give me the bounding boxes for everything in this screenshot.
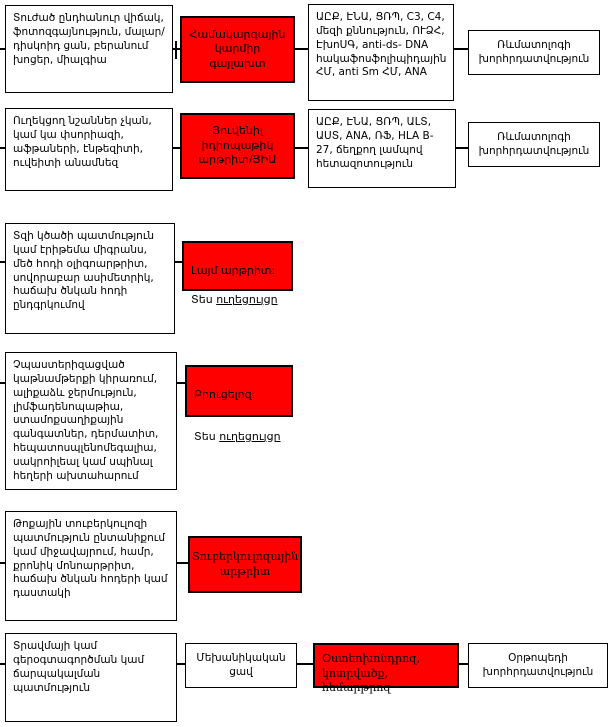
referral-box: Ռևմատոլոգի խորհրդատվություն xyxy=(468,122,600,167)
connector-line xyxy=(0,382,5,384)
connector-line xyxy=(297,663,313,665)
diagnosis-box: Օստեոխոնդրոզ, կոտրվածք, հեմարթրոզ xyxy=(313,643,459,694)
guide-line: Տես ուղեցույցը xyxy=(191,293,278,306)
connector-line xyxy=(173,147,180,149)
see-label: Տես xyxy=(194,429,220,443)
findings-box: Տզի կծածի պատմություն կամ էրիթեմա միգրան… xyxy=(5,223,175,334)
connector-stub xyxy=(175,41,177,59)
findings-box: Տուժած ընդհանուր վիճակ, ֆոտոզգայնություն… xyxy=(5,5,173,93)
connector-line xyxy=(454,48,468,50)
diagnosis-box: Համակարգային կարմիր գայլախտ xyxy=(180,16,295,83)
diagnosis-box: Բրուցելոզ: Տես ուղեցույցը xyxy=(185,365,293,443)
pain-type-box: Մեխանիկական ցավ xyxy=(185,643,297,688)
connector-line xyxy=(175,261,182,263)
guide-link[interactable]: ուղեցույցը xyxy=(219,429,281,443)
tests-box: ԱԸՔ, ԷՆԱ, ՑՌՊ, ԱԼՏ, ԱՍՏ, ANA, ՌՖ, HLA B-… xyxy=(308,109,456,188)
connector-line xyxy=(0,261,5,263)
diagnosis-box: Յուվենիլ իդիոպաթիկ արթրիտ/ՅԻԱ xyxy=(180,113,295,179)
diagnosis-label: Լայմ արթրիտ: xyxy=(191,263,276,277)
connector-line xyxy=(177,562,188,564)
connector-line xyxy=(0,147,5,149)
connector-line xyxy=(456,147,468,149)
findings-box: Տրավմայի կամ գերօգտագործման կամ ճարպակալ… xyxy=(5,633,177,722)
connector-line xyxy=(0,48,5,50)
connector-line xyxy=(177,663,185,665)
guide-link[interactable]: ուղեցույցը xyxy=(216,292,278,306)
referral-box: Օրթոպեդի խորհրդատվություն xyxy=(468,643,608,688)
connector-line xyxy=(0,562,5,564)
diagnosis-box: Լայմ արթրիտ: Տես ուղեցույցը xyxy=(182,241,293,306)
findings-box: Թոքային տուբերկուլոզի պատմություն ընտանի… xyxy=(5,511,177,621)
connector-line xyxy=(0,663,5,665)
connector-line xyxy=(295,48,308,50)
referral-box: Ռևմատոլոգի խորհրդատվություն xyxy=(468,30,600,75)
findings-box: Չպաստերիզացված կաթնամթերքի կիրառում, ալի… xyxy=(5,352,177,490)
connector-line xyxy=(177,382,185,384)
findings-box: Ուղեկցող նշաններ չկան, կամ կա փսորիազի, … xyxy=(5,108,173,191)
diagnosis-label: Բրուցելոզ: xyxy=(194,387,256,401)
connector-line xyxy=(295,147,308,149)
see-label: Տես xyxy=(191,292,217,306)
tests-box: ԱԸՔ, ԷՆԱ, ՑՌՊ, C3, C4, մեզի քննություն, … xyxy=(308,4,454,101)
diagnosis-box: Տուբերկուլոզային արթրիտ xyxy=(188,536,302,593)
guide-line: Տես ուղեցույցը xyxy=(194,430,281,443)
connector-line xyxy=(459,663,468,665)
